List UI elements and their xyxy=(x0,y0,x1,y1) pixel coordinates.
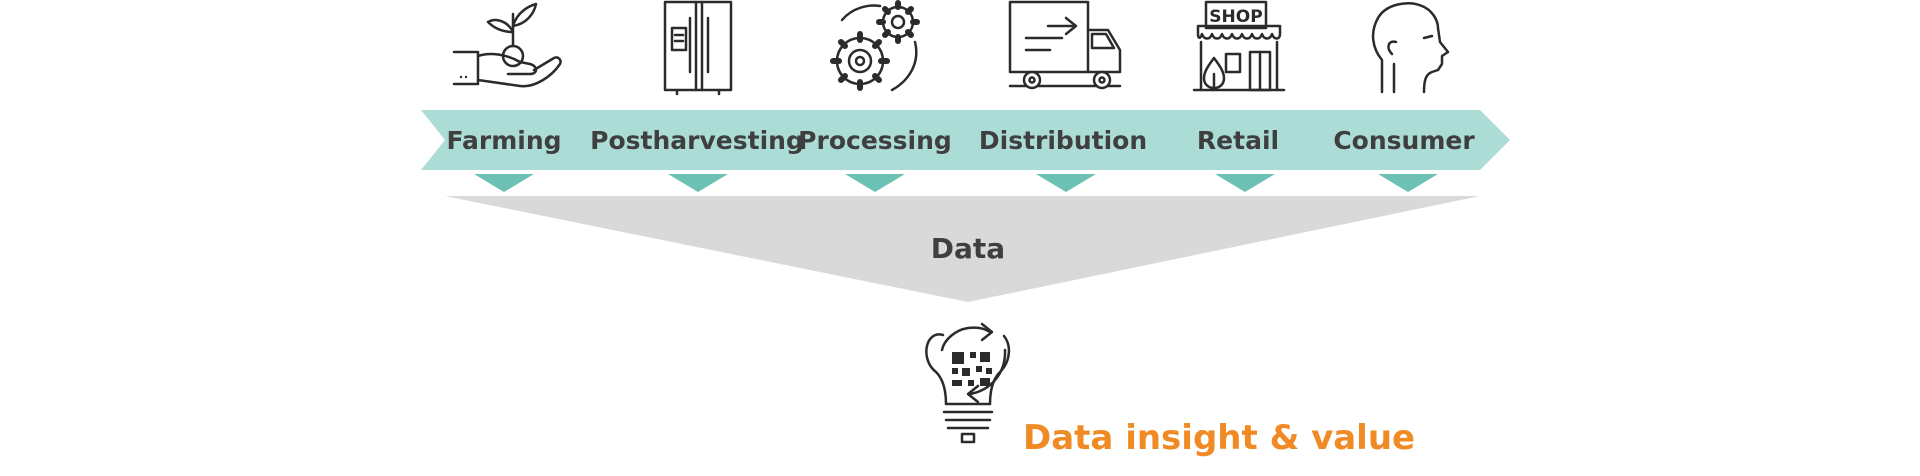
funnel-data-label: Data xyxy=(930,232,1006,265)
data-funnel xyxy=(445,196,1480,302)
marker-distribution xyxy=(1036,174,1096,192)
stage-label-distribution: Distribution xyxy=(978,126,1148,155)
delivery-truck-icon xyxy=(1008,0,1122,90)
plant-in-hand-icon xyxy=(452,2,562,88)
marker-processing xyxy=(845,174,905,192)
lightbulb-qr-icon xyxy=(925,322,1011,444)
stage-label-processing: Processing xyxy=(798,126,952,155)
value-chain-arrow-band xyxy=(421,110,1510,170)
gears-icon xyxy=(830,0,920,92)
shop-sign-text: SHOP xyxy=(1209,7,1262,27)
marker-postharvesting xyxy=(668,174,728,192)
refrigerator-icon xyxy=(663,0,733,96)
lightbulb-qr-pattern xyxy=(952,352,992,386)
marker-consumer xyxy=(1378,174,1438,192)
stage-label-postharvesting: Postharvesting xyxy=(590,126,804,155)
person-head-icon xyxy=(1371,2,1450,94)
stage-label-retail: Retail xyxy=(1196,126,1280,155)
stage-label-consumer: Consumer xyxy=(1333,126,1475,155)
stage-label-farming: Farming xyxy=(446,126,562,155)
marker-farming xyxy=(474,174,534,192)
marker-retail xyxy=(1215,174,1275,192)
data-insight-label: Data insight & value xyxy=(1023,418,1416,458)
stage-markers xyxy=(474,174,1438,192)
shop-storefront-icon xyxy=(1192,0,1286,92)
